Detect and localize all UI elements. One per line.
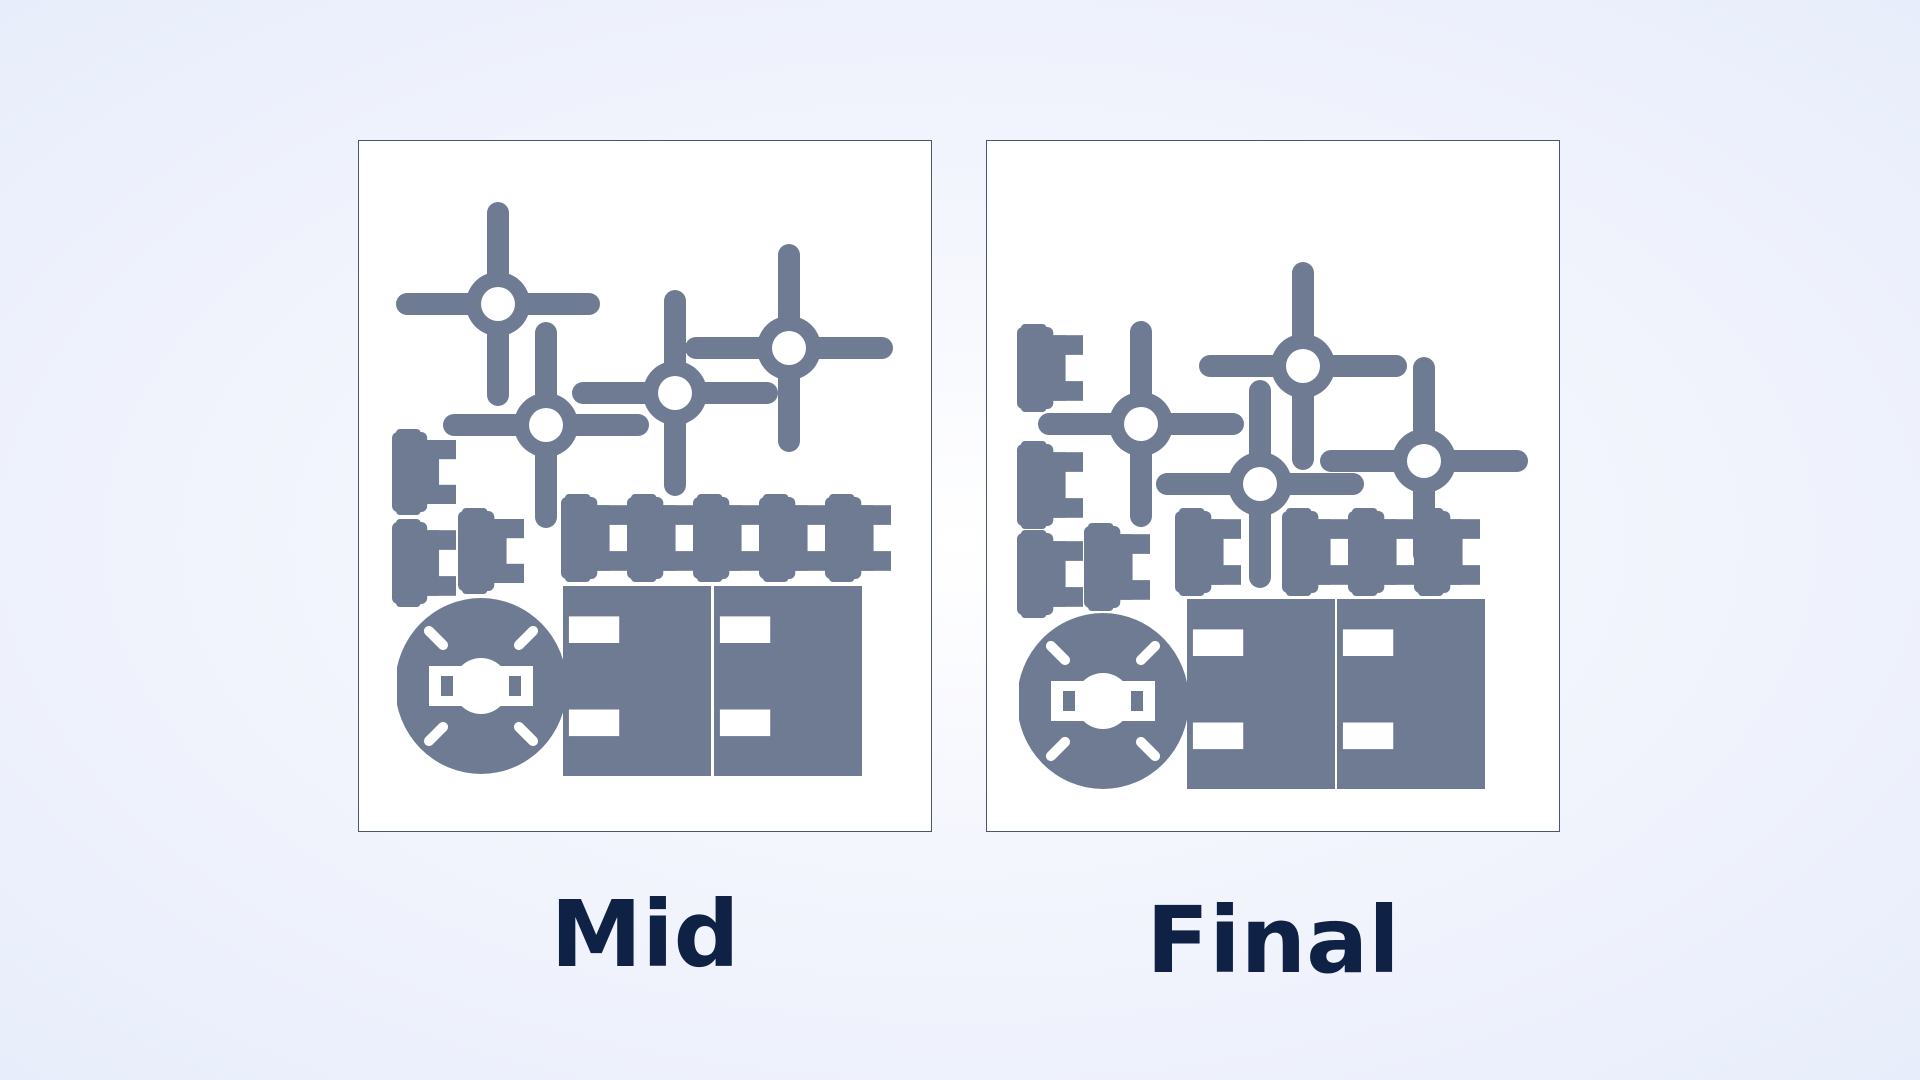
cross-connector-icon (396, 202, 600, 406)
large-e-plate-icon (563, 586, 711, 776)
e-bracket-icon (392, 519, 456, 607)
e-bracket-icon (759, 494, 825, 582)
mid-label: Mid (550, 881, 740, 988)
e-bracket-icon (561, 494, 627, 582)
e-bracket-icon (1017, 324, 1083, 412)
e-bracket-icon (627, 494, 693, 582)
e-bracket-icon (1414, 508, 1480, 596)
cross-connector-icon (685, 244, 893, 452)
e-bracket-icon (1017, 441, 1083, 529)
e-bracket-icon (1017, 530, 1083, 618)
e-bracket-icon (458, 508, 524, 594)
large-e-plate-icon (1337, 599, 1485, 789)
e-bracket-icon (693, 494, 759, 582)
mid-layout-canvas (392, 202, 893, 776)
final-layout-panel (986, 140, 1560, 832)
e-bracket-icon (1175, 508, 1241, 596)
cross-connector-icon (572, 290, 778, 496)
e-bracket-icon (1348, 508, 1414, 596)
cross-connector-icon (1038, 321, 1244, 527)
e-bracket-icon (1084, 523, 1150, 611)
final-layout-canvas (1015, 262, 1528, 789)
cross-connector-icon (443, 322, 649, 528)
wheel-icon (1015, 613, 1191, 789)
e-bracket-icon (1282, 508, 1348, 596)
final-label: Final (1146, 887, 1400, 994)
cross-connector-icon (1199, 262, 1407, 470)
mid-layout-panel (358, 140, 932, 832)
wheel-icon (393, 598, 569, 774)
e-bracket-icon (392, 429, 456, 515)
e-bracket-icon (825, 494, 891, 582)
large-e-plate-icon (1187, 599, 1335, 789)
large-e-plate-icon (714, 586, 862, 776)
cross-connector-icon (1156, 380, 1364, 588)
